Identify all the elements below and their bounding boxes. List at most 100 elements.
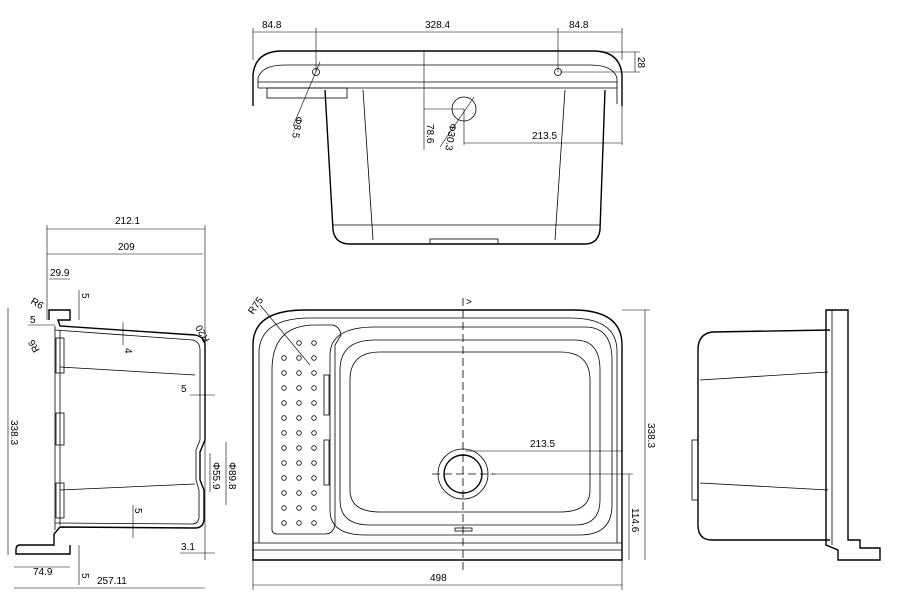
drain-hole [296, 490, 302, 496]
bowl-mid [339, 339, 601, 526]
dim-radius-inner: R6 [26, 337, 42, 354]
dim-drain-height: 114.6 [629, 508, 640, 533]
top-rim-outline [252, 50, 623, 106]
drain-hole [296, 475, 302, 481]
drain-hole [281, 460, 287, 466]
dim-rim-width: 29.9 [50, 268, 70, 279]
dim-offset: 3.1 [181, 542, 195, 553]
plan-view: > R75 213.5 338.3 114.6 498 [246, 295, 656, 590]
dim-bowl-depth: 209 [118, 242, 135, 253]
drain-hole [296, 430, 302, 436]
bowl-inner-line [554, 89, 566, 241]
dim-overall-depth: 212.1 [115, 216, 140, 227]
drain-hole [281, 385, 287, 391]
top-rim-inner [257, 64, 618, 104]
drain-hole [311, 415, 317, 421]
dim-radius-bottom: R20 [194, 322, 213, 344]
drain-hole [311, 370, 317, 376]
bowl-floor [349, 351, 591, 513]
dim-plan-height: 338.3 [645, 423, 656, 448]
drain-hole [296, 520, 302, 526]
side-body [697, 329, 831, 541]
dim-hole-spacing: 328.4 [425, 20, 450, 31]
dim-foot: 74.9 [33, 567, 53, 578]
dim-foot-thickness: 5 [79, 573, 90, 579]
bowl-outline [324, 89, 606, 245]
dim-corner-radius: R75 [246, 295, 266, 317]
drain-hole [311, 490, 317, 496]
profile-line [59, 483, 196, 491]
profile-line [59, 366, 196, 376]
drain-hole [296, 400, 302, 406]
section-arrow: > [466, 297, 472, 308]
leader-line [292, 61, 321, 127]
dim-height: 338.3 [8, 420, 19, 445]
dim-drain-outer: Φ89.8 [226, 462, 237, 490]
dim-rim-thickness-top: 5 [79, 293, 90, 299]
drain-hole [281, 490, 287, 496]
drain-hole [296, 370, 302, 376]
dim-drain-inner: Φ55.9 [210, 462, 221, 490]
rib [55, 412, 65, 446]
dim-rim-depth: 28 [635, 57, 646, 69]
drain-hole [311, 475, 317, 481]
rib [55, 482, 65, 519]
drain-hole [311, 445, 317, 451]
drain-profile [691, 439, 699, 501]
drain-hole [281, 475, 287, 481]
leader-line [259, 304, 311, 366]
drain-hole [296, 340, 302, 346]
drain-hole [311, 355, 317, 361]
drain-hole [296, 460, 302, 466]
dim-wall-bottom: 5 [181, 384, 187, 395]
dim-radius-outer: R6 [29, 296, 46, 312]
rib [55, 337, 65, 374]
dim-overflow-offset: 213.5 [532, 131, 557, 142]
section-inner [54, 329, 201, 525]
dim-overflow-height: 78.6 [424, 124, 435, 144]
dim-overflow-hole: Φ30.3 [442, 122, 458, 151]
dim-width: 498 [430, 573, 447, 584]
drain-hole [281, 445, 287, 451]
leader-line [439, 96, 475, 148]
overflow-slot [454, 527, 473, 532]
dim-base-wall: 5 [132, 508, 143, 514]
drain-hole [281, 415, 287, 421]
drain-hole [311, 505, 317, 511]
tray-slot [323, 374, 330, 416]
drain-hole [281, 370, 287, 376]
section-view: 212.1 209 29.9 5 R6 5 R6 4 R20 5 338.3 Φ… [7, 216, 237, 589]
drain-hole [311, 460, 317, 466]
drain-stub [429, 238, 499, 245]
bowl-outer [329, 326, 613, 536]
drain-hole [296, 355, 302, 361]
drain-hole [281, 520, 287, 526]
drain-hole [296, 505, 302, 511]
drain-hole [296, 385, 302, 391]
dim-lip: 5 [30, 315, 36, 326]
drain-hole [281, 430, 287, 436]
tray-slot [323, 439, 330, 486]
drain-hole [311, 430, 317, 436]
soap-tray-holes [281, 340, 317, 526]
side-line [699, 482, 829, 491]
drain-hole [281, 355, 287, 361]
dim-right-offset: 84.8 [569, 20, 589, 31]
section-outline [15, 309, 206, 555]
dim-tap-hole: Φ8.5 [289, 115, 304, 139]
drain-hole [311, 385, 317, 391]
plan-outline [252, 309, 623, 561]
dim-left-offset: 84.8 [262, 20, 282, 31]
drain-hole [311, 400, 317, 406]
top-view: 84.8 328.4 84.8 28 Φ8.5 78.6 Φ30.3 213.5 [252, 20, 646, 245]
dim-total-depth: 257.11 [97, 576, 127, 587]
bowl-inner-line [362, 89, 374, 241]
dim-wall-top: 4 [122, 348, 133, 354]
drain-hole [311, 340, 317, 346]
soap-tray-profile [266, 87, 348, 99]
drain-hole [281, 400, 287, 406]
drain-hole [311, 520, 317, 526]
drain-hole [296, 445, 302, 451]
soap-tray [271, 324, 342, 535]
